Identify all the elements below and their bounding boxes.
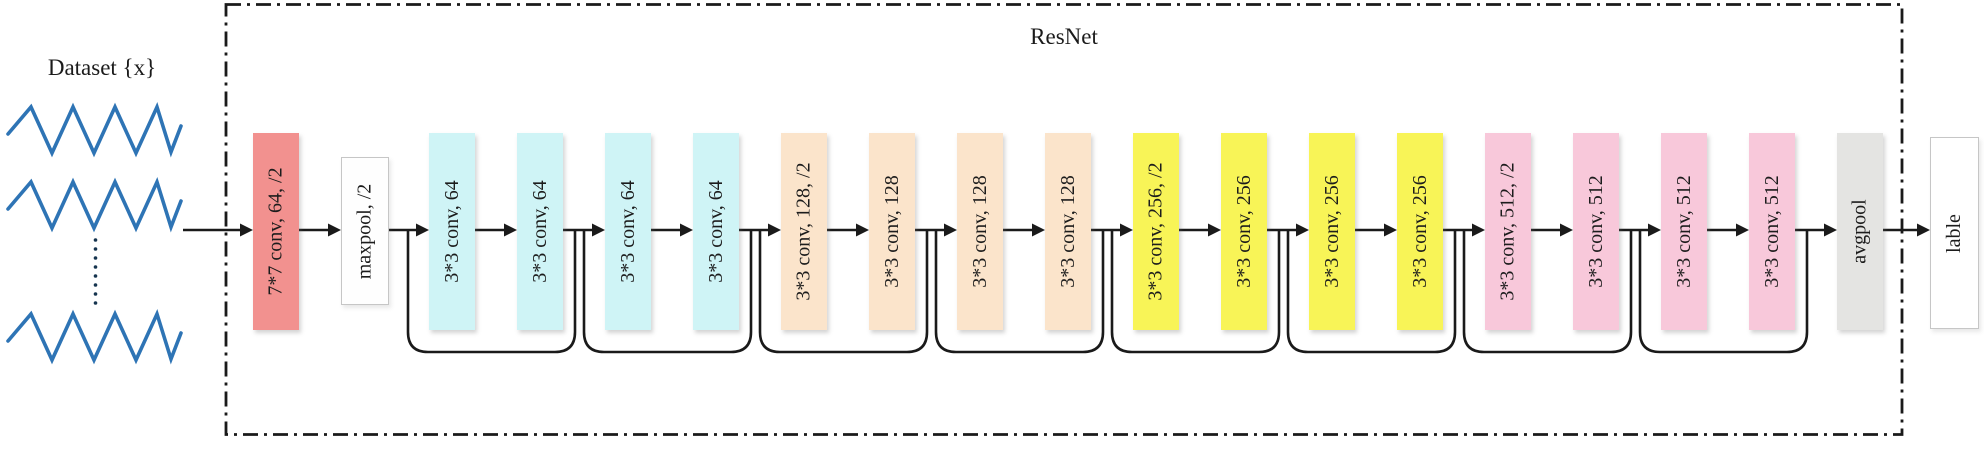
waveform-icon (6, 308, 183, 365)
layer-label: 3*3 conv, 64 (440, 180, 463, 283)
layer-box-3-c64: 3*3 conv, 64 (517, 133, 563, 330)
skip-connection (406, 230, 577, 354)
layer-box-6-c128: 3*3 conv, 128, /2 (781, 133, 827, 330)
layer-box-2-c64: 3*3 conv, 64 (429, 133, 475, 330)
flow-arrowhead (1384, 223, 1397, 237)
skip-connection (758, 230, 929, 354)
layer-label: 3*3 conv, 512 (1760, 175, 1783, 288)
skip-connection (934, 230, 1105, 354)
resnet-title: ResNet (1030, 24, 1098, 49)
layer-box-13-c256: 3*3 conv, 256 (1397, 133, 1443, 330)
vertical-ellipsis-dot (93, 238, 98, 242)
layer-label: 3*3 conv, 128, /2 (792, 162, 815, 301)
layer-label: avgpool (1848, 199, 1871, 264)
flow-arrowhead (1120, 223, 1133, 237)
flow-arrowhead (504, 223, 517, 237)
skip-connection (1462, 230, 1633, 354)
layer-label: 7*7 conv, 64, /2 (264, 167, 287, 296)
layer-box-10-c256: 3*3 conv, 256, /2 (1133, 133, 1179, 330)
flow-arrowhead (1824, 223, 1837, 237)
flow-arrowhead (416, 223, 429, 237)
layer-box-15-c512: 3*3 conv, 512 (1573, 133, 1619, 330)
layer-label: maxpool, /2 (353, 183, 376, 279)
flow-arrowhead (1472, 223, 1485, 237)
skip-connection (1286, 230, 1457, 354)
flow-arrowhead (240, 223, 253, 237)
layer-box-0-stem: 7*7 conv, 64, /2 (253, 133, 299, 330)
vertical-ellipsis-dot (93, 301, 98, 305)
layer-box-7-c128: 3*3 conv, 128 (869, 133, 915, 330)
layer-box-14-c512: 3*3 conv, 512, /2 (1485, 133, 1531, 330)
flow-arrowhead (1648, 223, 1661, 237)
vertical-ellipsis-dot (93, 283, 98, 287)
skip-connection (1638, 230, 1809, 354)
layer-label: 3*3 conv, 512, /2 (1496, 162, 1519, 301)
flow-arrowhead (856, 223, 869, 237)
layer-label: 3*3 conv, 128 (968, 175, 991, 288)
flow-arrowhead (1296, 223, 1309, 237)
layer-label: 3*3 conv, 64 (704, 180, 727, 283)
flow-arrowhead (1032, 223, 1045, 237)
flow-arrowhead (1560, 223, 1573, 237)
waveform-icon (6, 101, 183, 158)
vertical-ellipsis-dot (93, 292, 98, 296)
layer-box-8-c128: 3*3 conv, 128 (957, 133, 1003, 330)
skip-connection (1110, 230, 1281, 354)
flow-arrowhead (328, 223, 341, 237)
vertical-ellipsis-dot (93, 274, 98, 278)
layer-label: 3*3 conv, 128 (880, 175, 903, 288)
skip-connection (582, 230, 753, 354)
vertical-ellipsis-dot (93, 265, 98, 269)
layer-label: 3*3 conv, 256 (1320, 175, 1343, 288)
flow-arrowhead (1917, 223, 1930, 237)
layer-box-11-c256: 3*3 conv, 256 (1221, 133, 1267, 330)
flow-arrowhead (768, 223, 781, 237)
layer-label: 3*3 conv, 64 (528, 180, 551, 283)
vertical-ellipsis-dot (93, 256, 98, 260)
layer-box-16-c512: 3*3 conv, 512 (1661, 133, 1707, 330)
layer-label: 3*3 conv, 512 (1584, 175, 1607, 288)
layer-box-9-c128: 3*3 conv, 128 (1045, 133, 1091, 330)
layer-box-18-avgpool: avgpool (1837, 133, 1883, 330)
flow-arrowhead (1208, 223, 1221, 237)
layer-label: 3*3 conv, 128 (1056, 175, 1079, 288)
layer-box-12-c256: 3*3 conv, 256 (1309, 133, 1355, 330)
flow-arrowhead (592, 223, 605, 237)
layer-box-17-c512: 3*3 conv, 512 (1749, 133, 1795, 330)
waveform-icon (6, 176, 183, 233)
resnet-boundary (224, 3, 1904, 436)
output-label: lable (1943, 213, 1965, 253)
layer-label: 3*3 conv, 256 (1408, 175, 1431, 288)
layer-box-4-c64: 3*3 conv, 64 (605, 133, 651, 330)
flow-arrowhead (944, 223, 957, 237)
layer-label: 3*3 conv, 256, /2 (1144, 162, 1167, 301)
layer-label: 3*3 conv, 256 (1232, 175, 1255, 288)
layer-label: 3*3 conv, 512 (1672, 175, 1695, 288)
flow-arrowhead (1736, 223, 1749, 237)
layer-label: 3*3 conv, 64 (616, 180, 639, 283)
flow-arrowhead (680, 223, 693, 237)
layer-box-1-pool: maxpool, /2 (341, 157, 389, 305)
output-label-box: lable (1930, 137, 1979, 329)
vertical-ellipsis-dot (93, 247, 98, 251)
layer-box-5-c64: 3*3 conv, 64 (693, 133, 739, 330)
dataset-label: Dataset {x} (47, 55, 157, 80)
